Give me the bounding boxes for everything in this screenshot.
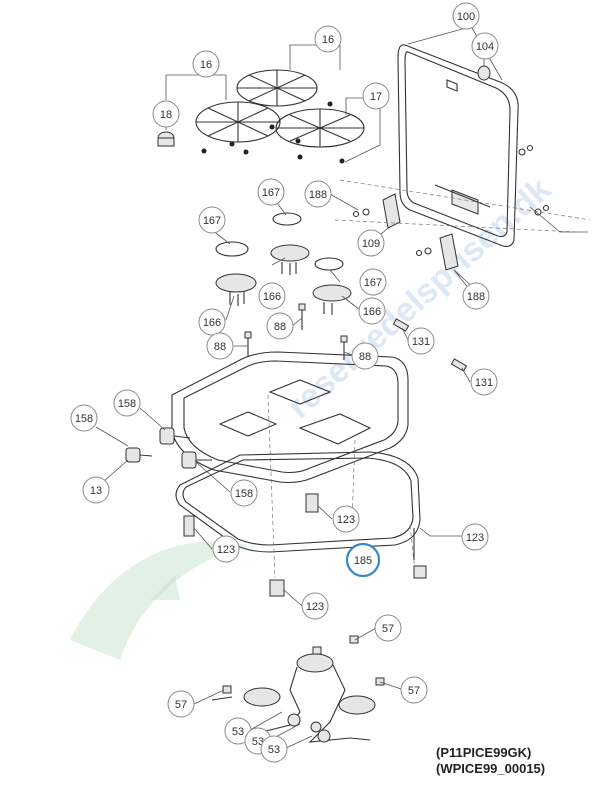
callout-131[interactable]: 131 [470,368,498,396]
callout-18[interactable]: 18 [152,100,180,128]
callout-53[interactable]: 53 [224,717,252,745]
callout-185-highlighted[interactable]: 185 [345,542,381,578]
callout-label: 53 [252,736,264,748]
callout-label: 123 [466,532,484,544]
callout-53[interactable]: 53 [260,735,288,763]
callout-123[interactable]: 123 [461,523,489,551]
callout-100[interactable]: 100 [452,2,480,30]
watermark-logo: reservedelsprisen.dk [70,170,558,660]
lid-buffer [477,65,491,81]
callout-label: 88 [359,351,371,363]
callout-label: 53 [268,744,280,756]
screws [392,318,468,372]
callout-label: 166 [203,317,221,329]
callout-88[interactable]: 88 [206,332,234,360]
callout-label: 100 [457,11,475,23]
burner-caps [215,212,344,271]
callout-label: 57 [408,685,420,697]
burner-heads [215,244,352,315]
callout-label: 158 [118,398,136,410]
callout-57[interactable]: 57 [400,676,428,704]
callout-label: 167 [262,187,280,199]
callout-label: 16 [322,34,334,46]
lid-hinge [352,144,550,271]
callout-label: 166 [263,291,281,303]
pan-support [195,69,365,148]
callout-188[interactable]: 188 [304,180,332,208]
fixing-clamps [183,493,427,597]
callout-label: 131 [475,377,493,389]
callout-label: 185 [354,555,372,567]
callout-label: 17 [370,91,382,103]
thermocouples [244,303,348,360]
callout-57[interactable]: 57 [374,614,402,642]
callout-13[interactable]: 13 [82,476,110,504]
callout-158[interactable]: 158 [70,404,98,432]
callout-158[interactable]: 158 [230,479,258,507]
callout-188[interactable]: 188 [462,282,490,310]
leader-lines [95,27,588,749]
callout-label: 109 [362,238,380,250]
callout-label: 57 [175,699,187,711]
callout-label: 123 [217,544,235,556]
callout-158[interactable]: 158 [113,389,141,417]
callout-123[interactable]: 123 [212,535,240,563]
callout-label: 167 [203,215,221,227]
diagram-code-secondary: (WPICE99_00015) [436,761,546,776]
callout-57[interactable]: 57 [167,690,195,718]
knob [157,131,175,147]
callout-label: 88 [274,321,286,333]
callout-16[interactable]: 16 [192,50,220,78]
callout-label: 123 [306,601,324,613]
callout-label: 188 [309,189,327,201]
callout-167[interactable]: 167 [359,268,387,296]
callout-88[interactable]: 88 [266,312,294,340]
callout-88[interactable]: 88 [351,342,379,370]
callout-label: 158 [75,413,93,425]
callout-167[interactable]: 167 [257,178,285,206]
callout-label: 131 [412,336,430,348]
callout-label: 167 [364,277,382,289]
hob-seal [175,451,421,553]
callout-label: 88 [214,341,226,353]
callout-166[interactable]: 166 [198,308,226,336]
callout-167[interactable]: 167 [198,206,226,234]
rubber-feet [201,101,345,164]
callout-166[interactable]: 166 [358,297,386,325]
callout-label: 188 [467,291,485,303]
callout-16[interactable]: 16 [314,25,342,53]
callout-label: 16 [200,59,212,71]
gas-valves [125,427,212,469]
callout-17[interactable]: 17 [362,82,390,110]
callout-label: 158 [235,488,253,500]
callout-label: 53 [232,726,244,738]
callout-label: 18 [160,109,172,121]
callout-166[interactable]: 166 [258,282,286,310]
callout-109[interactable]: 109 [357,229,385,257]
callout-label: 13 [90,485,102,497]
callout-123[interactable]: 123 [301,592,329,620]
callout-131[interactable]: 131 [407,327,435,355]
gas-manifold [211,635,385,743]
callout-label: 123 [337,514,355,526]
callout-123[interactable]: 123 [332,505,360,533]
callout-104[interactable]: 104 [471,32,499,60]
callout-label: 57 [382,623,394,635]
hob-tray [171,351,409,484]
glass-lid [397,44,519,247]
callout-label: 104 [476,41,494,53]
callout-label: 166 [363,306,381,318]
diagram-code-primary: (P11PICE99GK) [436,745,532,760]
